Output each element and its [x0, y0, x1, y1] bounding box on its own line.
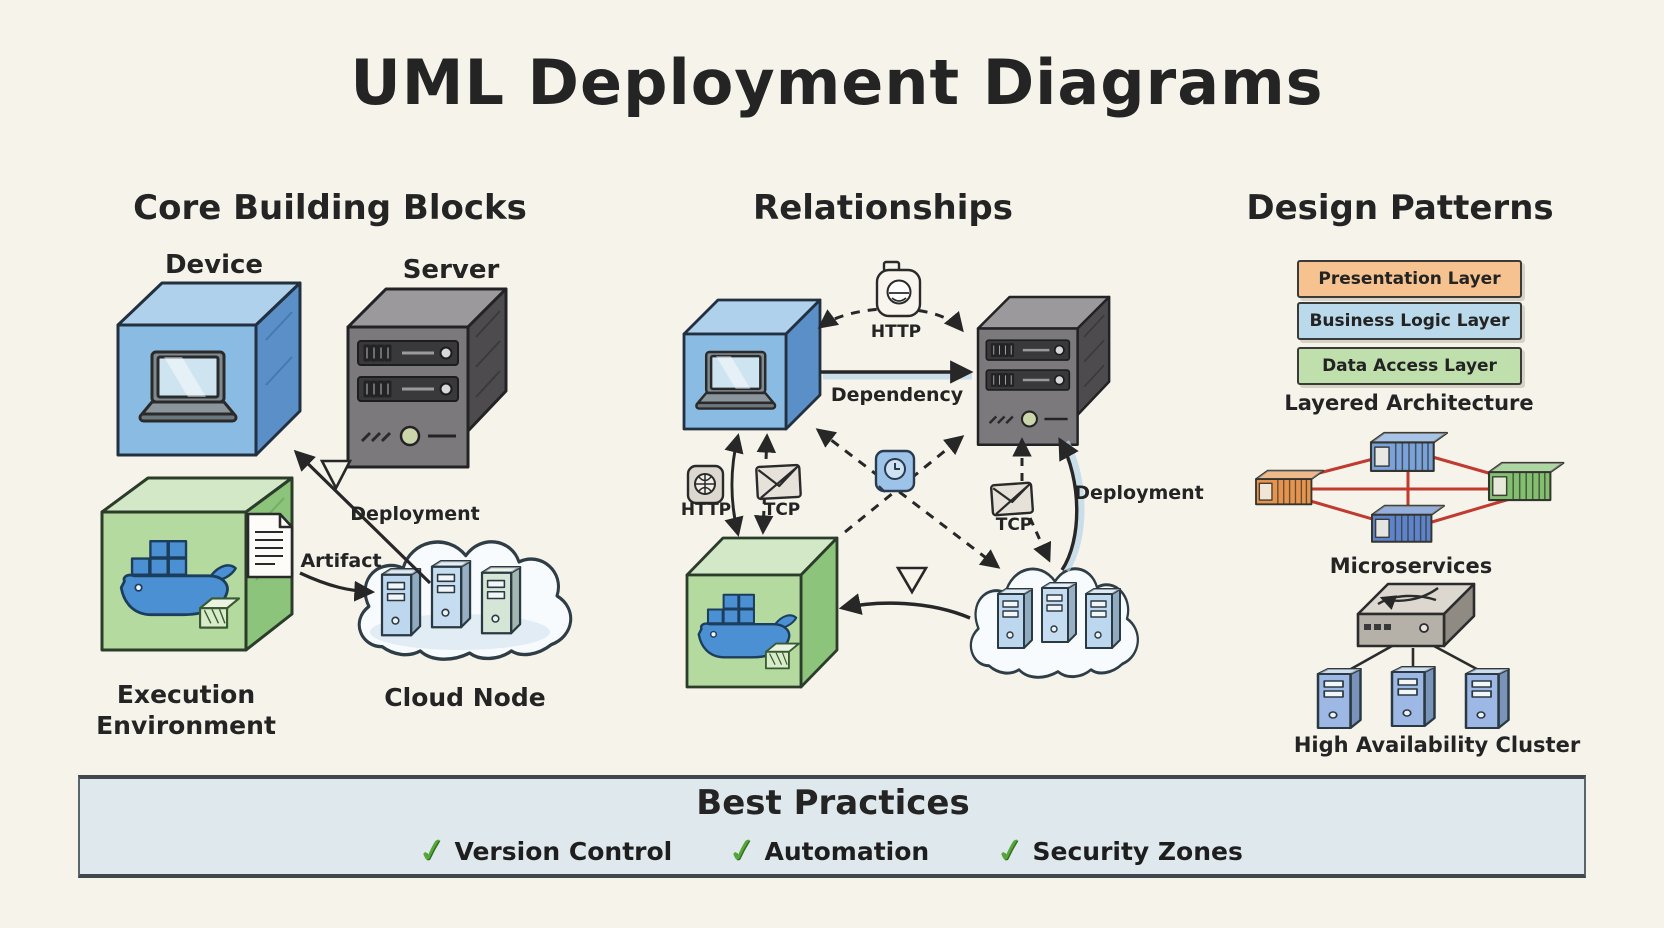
http-dashed-link [817, 307, 964, 333]
rel-device-node [682, 298, 822, 431]
ha-cluster-caption: High Availability Cluster [1293, 733, 1581, 757]
device-node [116, 281, 302, 457]
core-heading: Core Building Blocks [133, 188, 527, 228]
tcp-envelope-icon [990, 481, 1034, 517]
server-node [348, 289, 506, 467]
container-green [1487, 461, 1565, 502]
http-globe-icon [686, 464, 725, 505]
cloud-node [357, 540, 573, 661]
ha-cluster [1316, 584, 1510, 730]
artifact-label: Artifact [300, 550, 382, 572]
patterns-heading: Design Patterns [1246, 188, 1554, 228]
container-blue-top [1369, 431, 1449, 472]
microservices-caption: Microservices [1329, 554, 1493, 578]
generalization-triangle-marker [319, 459, 353, 491]
tcp-down-link [1028, 517, 1052, 563]
best-practices-bar [78, 775, 1586, 878]
cloud-node-label: Cloud Node [384, 683, 546, 712]
http-top-label: HTTP [870, 322, 922, 342]
artifact-jar-icon [875, 260, 922, 318]
check-icon: ✓ [415, 829, 450, 873]
core-deployment-arrow [293, 449, 432, 585]
page-title: UML Deployment Diagrams [350, 46, 1324, 119]
cloud-env-arrow [838, 593, 971, 620]
dependency-label: Dependency [830, 384, 964, 406]
component-clock-icon [874, 449, 916, 493]
best-practice-item-version-control: ✓ Version Control [415, 829, 673, 873]
artifact-arrow [299, 571, 376, 602]
http-vertical-link [724, 433, 744, 537]
tcp-right-label: TCP [995, 515, 1033, 535]
container-blue-bottom [1371, 504, 1445, 543]
tcp-left-label: TCP [763, 500, 801, 520]
best-practice-item-automation: ✓ Automation [725, 829, 930, 873]
laptop-icon [138, 350, 238, 423]
core-deployment-label: Deployment [350, 503, 480, 525]
check-icon: ✓ [993, 829, 1028, 873]
layer-box-business-logic: Business Logic Layer [1297, 302, 1522, 340]
layer-label: Data Access Layer [1322, 356, 1497, 376]
generalization-triangle-marker [895, 566, 929, 595]
container-orange [1255, 469, 1325, 506]
device-label: Device [164, 250, 264, 280]
rel-execution-node [685, 536, 839, 689]
best-practice-item-security-zones: ✓ Security Zones [993, 829, 1243, 873]
execution-environment-node [100, 476, 294, 652]
relationships-heading: Relationships [753, 188, 1013, 228]
rel-deployment-arrow [1058, 437, 1079, 571]
microservice-containers [1255, 431, 1565, 543]
best-practice-label: Version Control [454, 836, 673, 866]
cloud-server-icons [997, 582, 1121, 649]
layer-label: Presentation Layer [1318, 269, 1501, 289]
cross-link-device-cloud [815, 428, 1001, 569]
server-label: Server [402, 255, 500, 285]
artifact-document-icon [246, 512, 294, 579]
execution-environment-label: Execution Environment [96, 680, 276, 740]
laptop-icon [695, 350, 777, 410]
best-practice-label: Automation [764, 836, 930, 866]
cloud-server-icons [380, 559, 522, 637]
best-practices-title: Best Practices [696, 783, 970, 823]
tcp-envelope-icon [755, 463, 802, 501]
layered-architecture-caption: Layered Architecture [1284, 391, 1534, 415]
rel-cloud-node [969, 567, 1140, 679]
rel-server-node [978, 297, 1109, 445]
best-practice-label: Security Zones [1032, 836, 1243, 866]
layer-box-presentation: Presentation Layer [1297, 260, 1522, 298]
load-balancer-switch-icon [1356, 584, 1476, 648]
check-icon: ✓ [725, 829, 760, 873]
http-left-label: HTTP [680, 500, 732, 520]
layer-box-data-access: Data Access Layer [1297, 347, 1522, 385]
layer-label: Business Logic Layer [1309, 311, 1510, 331]
rel-deployment-label: Deployment [1074, 482, 1204, 504]
